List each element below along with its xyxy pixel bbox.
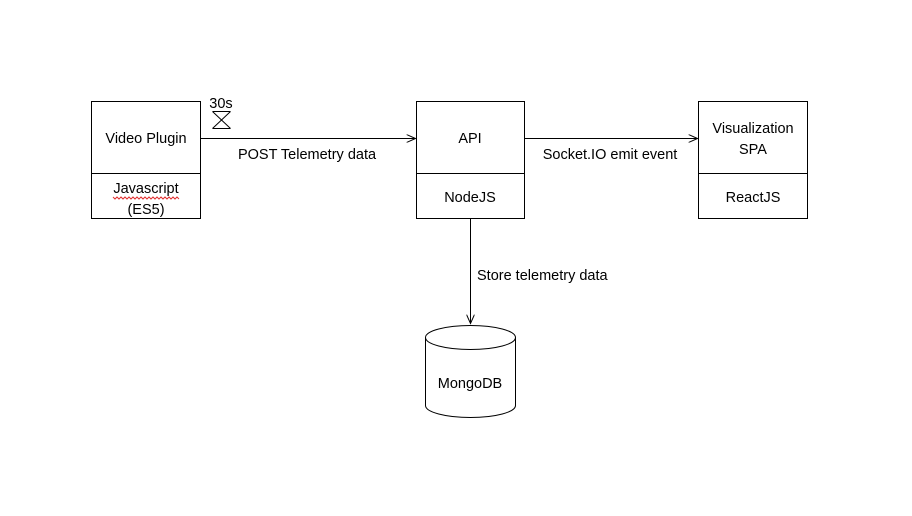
timer: 30s (209, 96, 233, 129)
video-plugin-component: Video Plugin Javascript (ES5) (91, 101, 201, 219)
api-to-database-connector: Store telemetry data (471, 218, 608, 324)
api-box (416, 101, 525, 219)
spellcheck-underline (112, 196, 180, 200)
database-top (425, 325, 516, 350)
video-plugin-tech-line2: (ES5) (127, 202, 164, 218)
video-plugin-title: Video Plugin (105, 131, 186, 147)
video-plugin-tech-line1: Javascript (113, 181, 178, 197)
visualization-title-line1: Visualization (712, 121, 793, 137)
database-body (425, 337, 516, 418)
api-to-visualization-connector: Socket.IO emit event (524, 139, 698, 163)
visualization-box (698, 101, 808, 219)
visualization-tech: ReactJS (726, 190, 781, 206)
hourglass-icon (212, 111, 231, 129)
api-to-database-label: Store telemetry data (477, 268, 608, 284)
plugin-to-api-connector: POST Telemetry data (200, 139, 416, 163)
mongodb-cylinder: MongoDB (425, 325, 516, 418)
visualization-title-line2: SPA (739, 142, 767, 158)
timer-label: 30s (209, 96, 232, 112)
visualization-component: Visualization SPA ReactJS (698, 101, 808, 219)
api-component: API NodeJS (416, 101, 525, 219)
video-plugin-box (91, 101, 201, 219)
api-tech: NodeJS (444, 190, 496, 206)
api-to-visualization-label: Socket.IO emit event (543, 147, 678, 163)
api-title: API (458, 131, 481, 147)
database-label: MongoDB (438, 376, 502, 392)
plugin-to-api-label: POST Telemetry data (238, 147, 377, 163)
